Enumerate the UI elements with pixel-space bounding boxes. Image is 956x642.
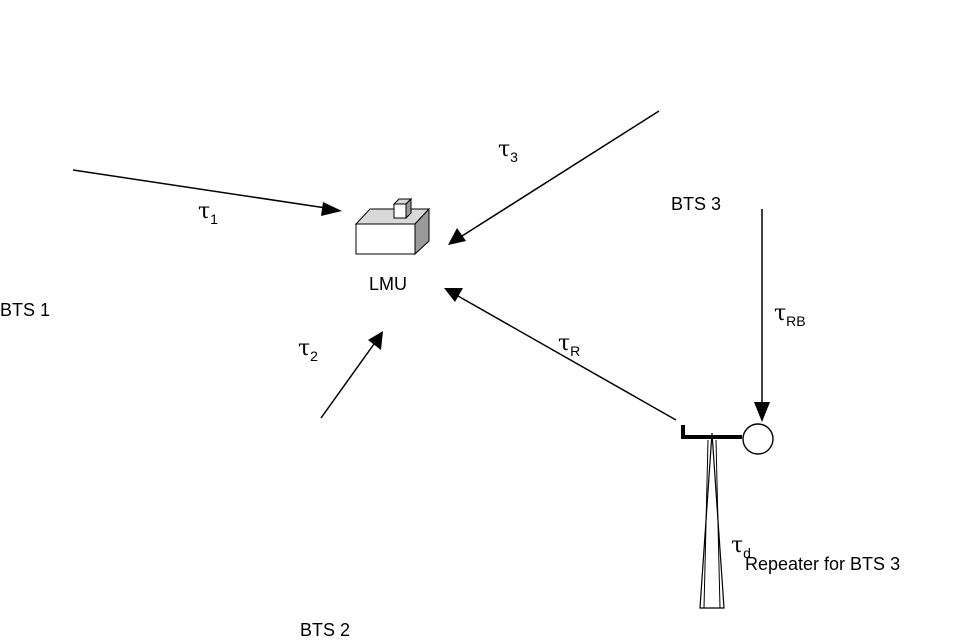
lmu-label: LMU [369,274,407,294]
arrow-repeater-to-lmu [444,288,677,421]
arrow-bts3-to-lmu [448,110,660,245]
bts1-label: BTS 1 [0,300,50,320]
delay-tau2-label: τ2 [298,336,318,364]
delay-tauR-label: τR [558,331,580,359]
delay-tau3-label: τ3 [498,137,518,165]
bts3-tower-icon [678,15,722,175]
delay-tau1-label: τ1 [198,199,218,227]
repeater-antenna-icon [681,423,774,609]
bts2-tower-icon [306,440,350,600]
arrow-bts1-to-lmu [72,169,342,216]
bts3-label: BTS 3 [671,194,721,214]
delay-tauRB-label: τRB [774,301,806,329]
repeater-label: Repeater for BTS 3 [745,554,900,574]
arrow-bts3-to-repeater [754,209,770,422]
delay-taud-label: τd [731,533,751,561]
bts2-label: BTS 2 [300,620,350,640]
arrow-bts2-to-lmu [320,331,383,419]
bts1-tower-icon [18,122,62,282]
lmu-box-icon [354,197,431,256]
